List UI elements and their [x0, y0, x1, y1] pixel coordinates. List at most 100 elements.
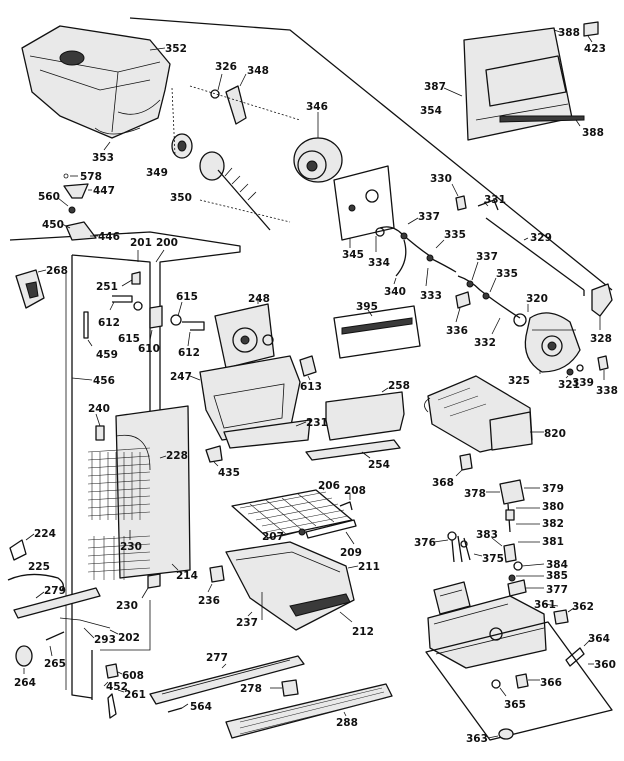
water-line-lower: [455, 275, 527, 327]
label-200: 200: [156, 237, 178, 249]
label-338: 338: [596, 385, 618, 397]
label-368: 368: [432, 477, 454, 489]
label-209: 209: [340, 547, 362, 559]
label-447: 447: [93, 185, 115, 197]
label-240: 240: [88, 403, 110, 415]
base-grille: [225, 683, 393, 739]
label-277: 277: [206, 652, 228, 664]
label-337-bottom: 337: [476, 251, 498, 263]
label-231: 231: [306, 417, 328, 429]
bottom-rail: [149, 655, 305, 705]
label-615-right: 615: [176, 291, 198, 303]
label-335-bottom: 335: [496, 268, 518, 280]
label-365: 365: [504, 699, 526, 711]
label-330: 330: [430, 173, 452, 185]
label-456: 456: [93, 375, 115, 387]
ice-maker: [424, 375, 533, 453]
label-388-bottom: 388: [582, 127, 604, 139]
label-381: 381: [542, 536, 564, 548]
label-350: 350: [170, 192, 192, 204]
label-201: 201: [130, 237, 152, 249]
wire-shelf: [231, 489, 353, 539]
motor-bracket: [333, 165, 395, 241]
label-326: 326: [215, 61, 237, 73]
label-320: 320: [526, 293, 548, 305]
label-228: 228: [166, 450, 188, 462]
base-panel: [425, 621, 613, 741]
label-610: 610: [138, 343, 160, 355]
auger-motor: [293, 137, 343, 183]
label-331: 331: [484, 194, 506, 206]
label-237: 237: [236, 617, 258, 629]
label-395: 395: [356, 301, 378, 313]
rating-plate: [333, 305, 421, 359]
label-377: 377: [546, 584, 568, 596]
water-valve: [524, 312, 581, 373]
label-293: 293: [94, 634, 116, 646]
label-214: 214: [176, 570, 198, 582]
cabinet-outline: [9, 17, 613, 700]
control-box: [427, 595, 547, 669]
label-348: 348: [247, 65, 269, 77]
water-line: [375, 226, 457, 277]
label-613: 613: [300, 381, 322, 393]
label-349: 349: [146, 167, 168, 179]
label-612-right: 612: [178, 347, 200, 359]
wire-harness: [447, 531, 471, 563]
label-339: 339: [572, 377, 594, 389]
label-278: 278: [240, 683, 262, 695]
label-361: 361: [534, 599, 556, 611]
label-334: 334: [368, 257, 390, 269]
label-380: 380: [542, 501, 564, 513]
label-202: 202: [118, 632, 140, 644]
label-224: 224: [34, 528, 56, 540]
label-578: 578: [80, 171, 102, 183]
label-345: 345: [342, 249, 364, 261]
label-387: 387: [424, 81, 446, 93]
label-346: 346: [306, 101, 328, 113]
label-363: 363: [466, 733, 488, 745]
label-423: 423: [584, 43, 606, 55]
label-325: 325: [508, 375, 530, 387]
label-230-top: 230: [120, 541, 142, 553]
label-340: 340: [384, 286, 406, 298]
label-236: 236: [198, 595, 220, 607]
label-446: 446: [98, 231, 120, 243]
label-288: 288: [336, 717, 358, 729]
label-258: 258: [388, 380, 410, 392]
label-378: 378: [464, 488, 486, 500]
label-268: 268: [46, 265, 68, 277]
label-362: 362: [572, 601, 594, 613]
dispenser-housing: [214, 303, 275, 369]
auger: [199, 151, 271, 231]
label-208: 208: [344, 485, 366, 497]
label-379: 379: [542, 483, 564, 495]
label-321: 321: [558, 379, 580, 391]
evaporator-assembly: [87, 405, 191, 580]
label-364: 364: [588, 633, 610, 645]
bucket-wire: [94, 127, 141, 135]
label-612-left: 612: [98, 317, 120, 329]
dispenser-cover: [463, 27, 585, 141]
label-265: 265: [44, 658, 66, 670]
label-333: 333: [420, 290, 442, 302]
shelf-frame: [305, 391, 405, 461]
label-376: 376: [414, 537, 436, 549]
label-388-top: 388: [558, 27, 580, 39]
label-206: 206: [318, 480, 340, 492]
label-820: 820: [544, 428, 566, 440]
label-211: 211: [358, 561, 380, 573]
label-207: 207: [262, 531, 284, 543]
defrost-timer: [433, 581, 471, 615]
label-560: 560: [38, 191, 60, 203]
label-251: 251: [96, 281, 118, 293]
label-375: 375: [482, 553, 504, 565]
label-360: 360: [594, 659, 616, 671]
ice-bucket: [21, 25, 171, 139]
label-383: 383: [476, 529, 498, 541]
label-337-top: 337: [418, 211, 440, 223]
label-450: 450: [42, 219, 64, 231]
label-328: 328: [590, 333, 612, 345]
label-459: 459: [96, 349, 118, 361]
